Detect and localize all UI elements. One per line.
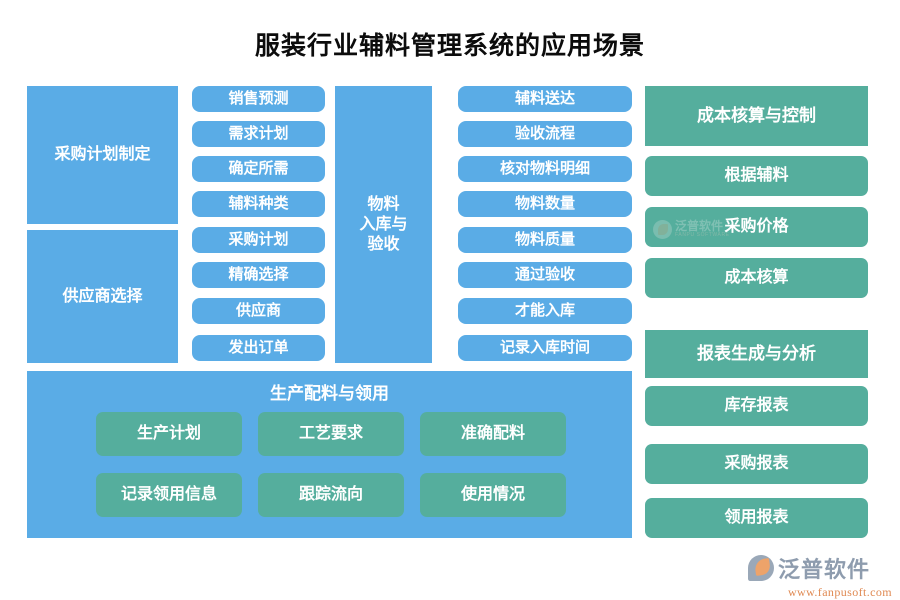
- pill-acceptance-process[interactable]: 验收流程: [458, 121, 632, 147]
- bottom-card-label: 生产计划: [136, 425, 201, 442]
- pill-label: 物料质量: [514, 230, 575, 248]
- bottom-card-track-flow[interactable]: 跟踪流向: [258, 473, 404, 517]
- pill-sales-forecast[interactable]: 销售预测: [192, 86, 325, 112]
- pill-material-delivered[interactable]: 辅料送达: [458, 86, 632, 112]
- bottom-card-label: 工艺要求: [298, 425, 363, 442]
- pill-determine-needs[interactable]: 确定所需: [192, 156, 325, 182]
- pill-material-quantity[interactable]: 物料数量: [458, 191, 632, 217]
- pill-material-types[interactable]: 辅料种类: [192, 191, 325, 217]
- bottom-card-accurate-batching[interactable]: 准确配料: [420, 412, 566, 456]
- fanpu-logo-url: www.fanpusoft.com: [787, 585, 892, 599]
- pill-label: 辅料送达: [514, 89, 575, 107]
- bottom-card-process-requirements[interactable]: 工艺要求: [258, 412, 404, 456]
- bottom-card-label: 跟踪流向: [298, 486, 363, 503]
- group-supplier-selection[interactable]: 供应商选择: [27, 230, 178, 363]
- group-material-receiving-line1: 物料: [367, 195, 400, 213]
- green-item-purchase-report[interactable]: 采购报表: [645, 444, 868, 484]
- pill-demand-plan[interactable]: 需求计划: [192, 121, 325, 147]
- pill-label: 验收流程: [514, 124, 575, 142]
- pill-label: 销售预测: [228, 89, 289, 107]
- pill-issue-order[interactable]: 发出订单: [192, 335, 325, 361]
- green-item-label: 领用报表: [724, 509, 789, 526]
- fanpu-logo: 泛普软件 www.fanpusoft.com: [748, 552, 892, 599]
- pill-check-material-details[interactable]: 核对物料明细: [458, 156, 632, 182]
- pill-then-store[interactable]: 才能入库: [458, 298, 632, 324]
- pill-pass-acceptance[interactable]: 通过验收: [458, 262, 632, 288]
- pill-purchase-plan[interactable]: 采购计划: [192, 227, 325, 253]
- pill-label: 核对物料明细: [499, 159, 590, 177]
- group-procurement-plan[interactable]: 采购计划制定: [27, 86, 178, 224]
- pill-label: 精确选择: [228, 265, 289, 283]
- green-item-based-on-materials[interactable]: 根据辅料: [645, 156, 868, 196]
- pill-label: 需求计划: [228, 124, 289, 142]
- group-supplier-selection-label: 供应商选择: [62, 287, 143, 305]
- bottom-card-production-plan[interactable]: 生产计划: [96, 412, 242, 456]
- bottom-card-label: 记录领用信息: [120, 486, 217, 503]
- group-material-receiving-line2: 入库与: [359, 215, 408, 233]
- green-item-label: 采购价格: [724, 218, 789, 235]
- green-item-label: 库存报表: [724, 397, 789, 414]
- green-header-report-analysis[interactable]: 报表生成与分析: [645, 330, 868, 378]
- bottom-card-label: 使用情况: [460, 486, 525, 503]
- pill-precise-selection[interactable]: 精确选择: [192, 262, 325, 288]
- pill-label: 物料数量: [514, 194, 575, 212]
- green-item-label: 根据辅料: [724, 167, 789, 184]
- bottom-card-usage-status[interactable]: 使用情况: [420, 473, 566, 517]
- pill-label: 通过验收: [514, 265, 575, 283]
- pill-label: 确定所需: [228, 159, 289, 177]
- fanpu-logo-mark-icon: [748, 555, 774, 581]
- green-item-label: 成本核算: [724, 269, 789, 286]
- section-production-dispatch-title: 生产配料与领用: [270, 384, 389, 403]
- pill-label: 才能入库: [514, 301, 575, 319]
- bottom-card-label: 准确配料: [460, 425, 525, 442]
- green-header-label: 报表生成与分析: [697, 344, 816, 364]
- green-header-cost-control[interactable]: 成本核算与控制: [645, 86, 868, 146]
- fanpu-logo-row: 泛普软件: [748, 552, 892, 584]
- page-title: 服装行业辅料管理系统的应用场景: [254, 32, 645, 60]
- pill-label: 供应商: [235, 301, 281, 319]
- pill-label: 记录入库时间: [499, 338, 590, 356]
- green-item-inventory-report[interactable]: 库存报表: [645, 386, 868, 426]
- pill-label: 采购计划: [228, 230, 289, 248]
- group-material-receiving[interactable]: 物料 入库与 验收: [335, 86, 432, 363]
- green-item-label: 采购报表: [724, 455, 789, 472]
- group-material-receiving-line3: 验收: [367, 235, 400, 253]
- green-item-cost-accounting[interactable]: 成本核算: [645, 258, 868, 298]
- green-item-requisition-report[interactable]: 领用报表: [645, 498, 868, 538]
- group-procurement-plan-label: 采购计划制定: [54, 146, 151, 163]
- green-item-purchase-price[interactable]: 采购价格: [645, 207, 868, 247]
- pill-supplier[interactable]: 供应商: [192, 298, 325, 324]
- pill-record-storage-time[interactable]: 记录入库时间: [458, 335, 632, 361]
- pill-material-quality[interactable]: 物料质量: [458, 227, 632, 253]
- pill-label: 发出订单: [228, 338, 289, 356]
- pill-label: 辅料种类: [228, 194, 289, 212]
- green-header-label: 成本核算与控制: [697, 106, 816, 126]
- bottom-card-record-requisition-info[interactable]: 记录领用信息: [96, 473, 242, 517]
- fanpu-logo-cn: 泛普软件: [778, 557, 871, 582]
